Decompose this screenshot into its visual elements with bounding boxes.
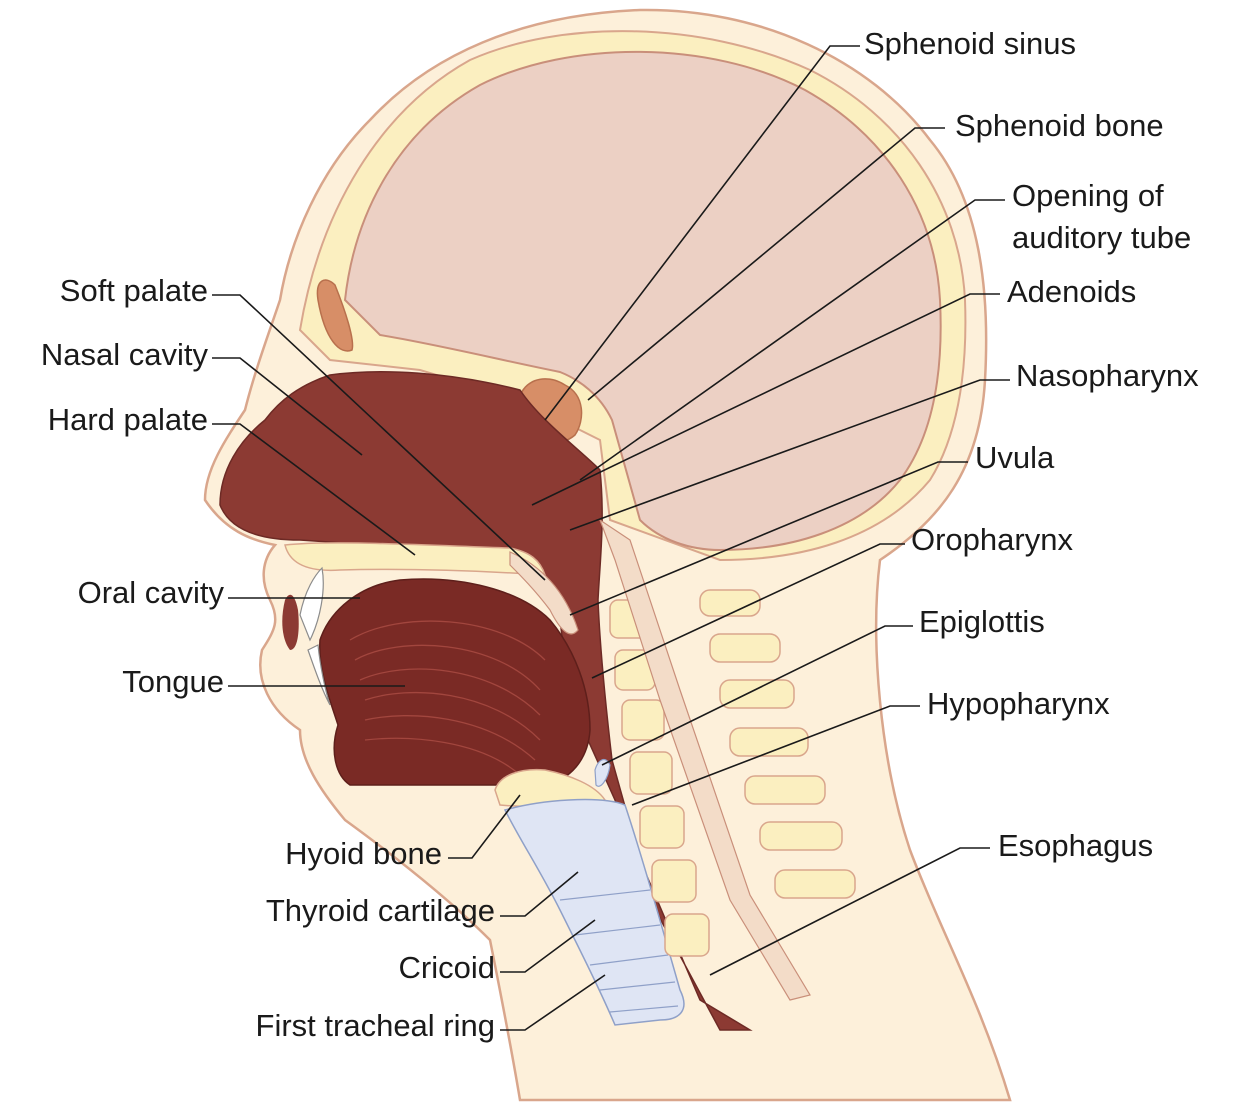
leader-sphenoid-sinus — [545, 46, 860, 420]
label-hypopharynx: Hypopharynx — [927, 686, 1110, 722]
label-sphenoid-bone: Sphenoid bone — [955, 108, 1164, 144]
leader-cricoid — [500, 920, 595, 972]
leader-hyoid-bone — [448, 795, 520, 858]
label-oral-cavity: Oral cavity — [78, 575, 224, 611]
label-uvula: Uvula — [975, 440, 1054, 476]
leader-first-tracheal-ring — [500, 975, 605, 1030]
leader-hypopharynx — [632, 706, 920, 805]
leader-uvula — [570, 462, 968, 615]
label-adenoids: Adenoids — [1007, 274, 1136, 310]
label-tongue: Tongue — [122, 664, 224, 700]
leader-oropharynx — [592, 544, 905, 678]
label-hyoid-bone: Hyoid bone — [285, 836, 442, 872]
leader-thyroid-cartilage — [500, 872, 578, 916]
leader-epiglottis — [602, 626, 913, 765]
leader-sphenoid-bone — [588, 128, 945, 400]
label-nasal-cavity: Nasal cavity — [41, 337, 208, 373]
label-esophagus: Esophagus — [998, 828, 1153, 864]
leader-hard-palate — [212, 424, 415, 555]
label-hard-palate: Hard palate — [48, 402, 208, 438]
leader-auditory-tube — [580, 200, 1005, 480]
label-sphenoid-sinus: Sphenoid sinus — [864, 26, 1076, 62]
leader-nasal-cavity — [212, 358, 362, 455]
leader-esophagus — [710, 848, 990, 975]
label-epiglottis: Epiglottis — [919, 604, 1045, 640]
label-cricoid: Cricoid — [399, 950, 495, 986]
label-first-tracheal-ring: First tracheal ring — [256, 1008, 495, 1044]
leader-soft-palate — [212, 295, 545, 580]
label-thyroid-cartilage: Thyroid cartilage — [266, 893, 495, 929]
label-opening-auditory-tube: Opening of auditory tube — [1012, 175, 1240, 259]
label-nasopharynx: Nasopharynx — [1016, 358, 1199, 394]
label-soft-palate: Soft palate — [60, 273, 208, 309]
label-oropharynx: Oropharynx — [911, 522, 1073, 558]
leader-adenoids — [532, 294, 1000, 505]
